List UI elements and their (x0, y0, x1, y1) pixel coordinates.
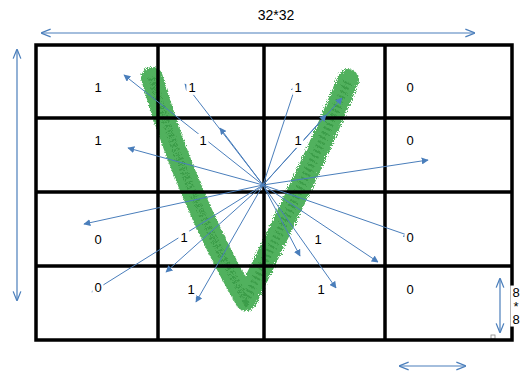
table-cell: 1 (292, 81, 303, 95)
grid (36, 45, 512, 340)
table-cell: 1 (197, 134, 208, 148)
table-cell: 1 (292, 134, 303, 148)
table-cell: 1 (92, 81, 103, 95)
dimension-arrow (42, 32, 474, 33)
table-cell: 0 (92, 281, 103, 295)
dimension-arrow (400, 365, 465, 366)
table-cell: 1 (92, 134, 103, 148)
table-cell: 0 (404, 283, 415, 297)
dimension-label: 8 * 8 (510, 286, 521, 327)
gradient-arrows (84, 75, 428, 302)
table-cell: 1 (186, 81, 197, 95)
table-cell: 1 (315, 283, 326, 297)
table-cell: 0 (404, 134, 415, 148)
dimension-arrow (499, 279, 500, 332)
table-cell: 0 (404, 231, 415, 245)
dimension-arrow (16, 50, 17, 300)
table-cell: 1 (178, 231, 189, 245)
table-cell: 0 (92, 233, 103, 247)
table-cell: 1 (185, 283, 196, 297)
table-cell: 1 (312, 233, 323, 247)
dimension-label: 32*32 (256, 8, 297, 23)
table-cell: 0 (404, 81, 415, 95)
